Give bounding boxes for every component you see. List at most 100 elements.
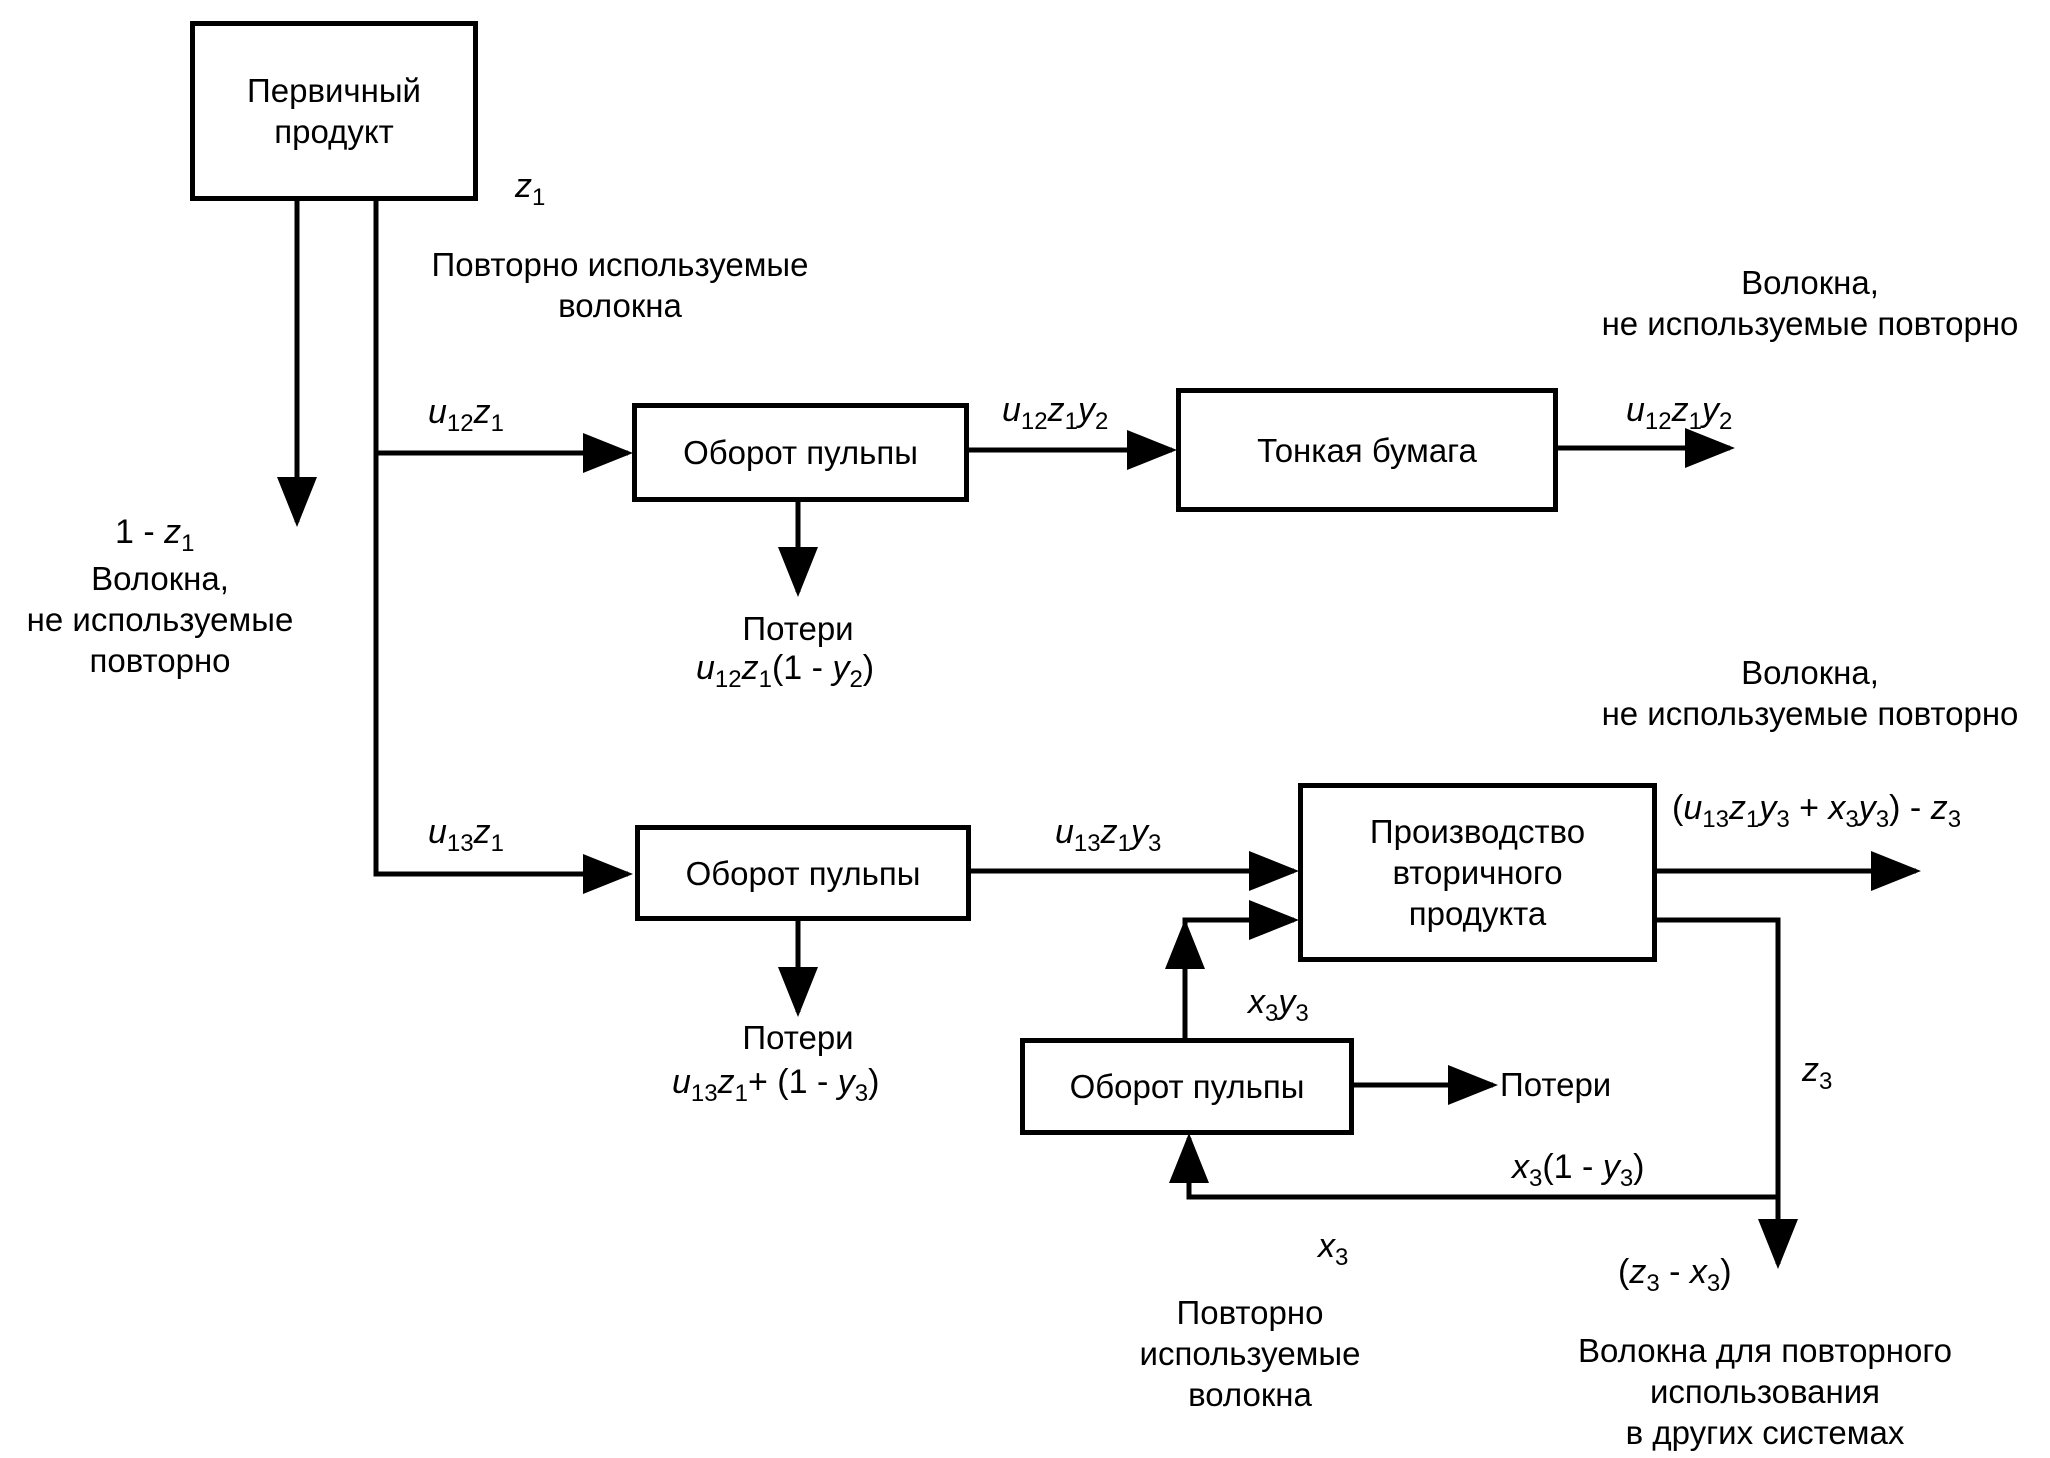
box-secondary-line1: Производство [1369,813,1586,850]
formula-subscript: 3 [1845,806,1859,833]
formula-variable: z [1930,789,1948,827]
formula-subscript: 13 [446,830,474,857]
formula-subscript: 2 [1094,408,1109,435]
formula-variable: z [1100,813,1118,851]
formula-x3-1-minus-y3: x3(1 - y3) [1512,1147,1645,1199]
formula-variable: z [1671,391,1689,429]
formula-subscript: 3 [1335,1244,1349,1271]
formula-text: ( [1618,1253,1630,1291]
formula-subscript: 3 [1265,1000,1279,1027]
label-line: не используемые повторно [1601,305,2019,342]
formula-u12z1y2-out: u12z1y2 [1626,390,1732,442]
label-line: Повторно используемые [431,246,809,283]
formula-subscript: 12 [1644,408,1672,435]
formula-variable: y [1701,391,1719,429]
formula-variable: u [1626,391,1645,429]
formula-variable: u [1055,813,1074,851]
formula-subscript: 13 [1702,806,1729,833]
formula-variable: z [473,393,491,431]
formula-text: - [1659,1253,1690,1291]
label-line: использования [1649,1373,1881,1410]
formula-variable: y [1278,983,1296,1021]
formula-variable: u [672,1063,691,1101]
formula-subscript: 12 [714,666,742,693]
formula-variable: x [1318,1227,1335,1265]
label-recycled-fibers-bottom: Повторно используемые волокна [1120,1292,1380,1415]
line-z3 [1656,917,1798,1269]
formula-subscript: 3 [1619,1165,1634,1192]
formula-text: ) - [1889,789,1931,827]
formula-text: ( [1672,789,1684,827]
formula-variable: z [473,813,491,851]
formula-subscript: 1 [758,666,772,693]
formula-subscript: 13 [1073,830,1101,857]
box-pulp-turnover-3: Оборот пульпы [1020,1038,1354,1135]
formula-variable: u [1002,391,1021,429]
formula-x3: x3 [1318,1226,1348,1278]
formula-variable: x [1689,1253,1707,1291]
formula-subscript: 1 [490,830,504,857]
formula-subscript: 3 [1875,806,1890,833]
label-line: Повторно [1176,1294,1324,1331]
formula-variable: y [832,649,850,687]
box-pulp-turnover-1-label: Оборот пульпы [683,434,918,471]
label-losses-1: Потери [742,610,854,647]
formula-subscript: 3 [1947,806,1962,833]
label-non-reused-mid-right: Волокна, не используемые повторно [1570,652,2050,734]
formula-variable: y [1858,789,1876,827]
label-non-reused-top-right: Волокна, не используемые повторно [1570,262,2050,344]
box-primary-product-line2: продукт [274,113,394,150]
formula-variable: u [428,813,447,851]
label-losses-3: Потери [1500,1066,1612,1103]
formula-subscript: 1 [181,530,195,557]
formula-text: + (1 - [747,1063,838,1101]
formula-subscript: 3 [1776,806,1790,833]
box-secondary-line3: продукта [1408,895,1547,932]
formula-subscript: 3 [1295,1000,1309,1027]
formula-variable: y [837,1063,855,1101]
label-line: Волокна, [1741,654,1879,691]
formula-subscript: 1 [1117,830,1131,857]
formula-variable: y [1759,789,1777,827]
label-recycled-fibers-top: Повторно используемые волокна [410,244,830,326]
formula-one-minus-z1: 1 - z1 [115,512,194,564]
label-line: Волокна для повторного [1577,1332,1953,1369]
formula-text: ) [868,1063,880,1101]
formula-subscript: 13 [690,1080,718,1107]
label-line: волокна [558,287,682,324]
formula-text: (1 - [1542,1148,1603,1186]
box-primary-product: Первичный продукт [190,21,478,201]
box-secondary-line2: вторичного [1392,854,1563,891]
formula-text: + [1789,789,1829,827]
box-primary-product-line1: Первичный [247,72,421,109]
label-losses-2: Потери [742,1019,854,1056]
formula-variable: z [1802,1051,1819,1089]
label-line: не используемые повторно [1601,695,2019,732]
label-non-reused-left: Волокна, не используемые повторно [0,558,320,681]
formula-u13z1y3: u13z1y3 [1055,812,1161,864]
box-secondary-production: Производство вторичного продукта [1298,783,1657,962]
formula-text: ) [862,649,875,687]
formula-subscript: 12 [1020,408,1048,435]
formula-variable: x [1248,983,1265,1021]
formula-variable: x [1828,789,1846,827]
formula-variable: x [1512,1148,1529,1186]
label-fibers-other-systems: Волокна для повторного использования в д… [1540,1330,1990,1453]
formula-variable: u [696,649,715,687]
formula-variable: z [515,167,532,205]
formula-variable: u [428,393,447,431]
formula-z1: z1 [515,166,545,218]
formula-loss1: u12z1(1 - y2) [696,648,874,700]
box-tissue-paper: Тонкая бумага [1176,388,1558,512]
formula-subscript: 3 [1529,1165,1543,1192]
label-line: волокна [1188,1376,1312,1413]
formula-variable: y [1077,391,1095,429]
formula-z3: z3 [1802,1050,1832,1102]
formula-subscript: 3 [1819,1068,1833,1095]
label-line: повторно [89,642,231,679]
formula-variable: z [1629,1253,1647,1291]
formula-variable: z [717,1063,735,1101]
formula-subscript: 1 [1688,408,1702,435]
formula-text: 1 - [115,513,165,551]
formula-variable: z [1047,391,1065,429]
